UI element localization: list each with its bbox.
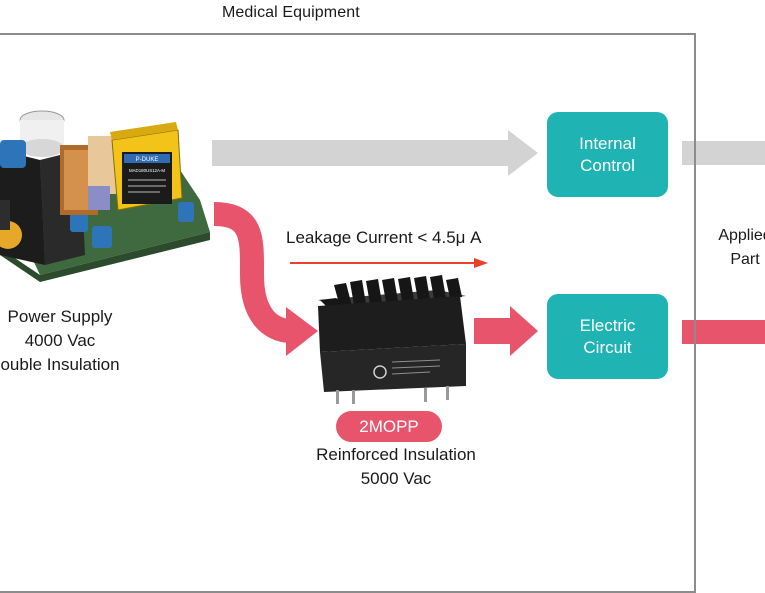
reinforced-insulation-line1: Reinforced Insulation: [316, 445, 476, 464]
internal-control-line1: Internal: [579, 133, 636, 153]
power-supply-line1: Power Supply: [7, 307, 113, 326]
internal-control-box: Internal Control: [547, 112, 668, 197]
applied-part-line1: Applied: [718, 227, 765, 244]
power-supply-model-text: MAD180US12A-M: [129, 168, 165, 173]
power-supply-line3: ouble Insulation: [0, 355, 120, 374]
gray-arrow-to-internal-control: [212, 130, 538, 176]
pink-curved-arrow-to-converter: [213, 202, 318, 356]
power-supply-board-image: P-DUKE MAD180US12A-M: [0, 110, 210, 282]
internal-control-line2: Control: [580, 155, 635, 175]
applied-part-label: Applied Part: [700, 224, 765, 272]
power-supply-brand-text: P-DUKE: [136, 157, 159, 163]
2mopp-badge: 2MOPP: [336, 411, 442, 442]
pink-arrow-to-electric-circuit: [474, 306, 538, 356]
electric-circuit-line1: Electric: [579, 315, 636, 335]
electric-circuit-line2: Circuit: [583, 337, 632, 357]
applied-part-line2: Part: [730, 251, 760, 268]
reinforced-insulation-line2: 5000 Vac: [360, 469, 432, 488]
power-supply-line2: 4000 Vac: [24, 331, 96, 350]
leakage-current-label: Leakage Current < 4.5μ A: [286, 228, 482, 247]
converter-heatsink-image: [318, 275, 466, 404]
reinforced-insulation-caption: Reinforced Insulation 5000 Vac: [290, 443, 502, 491]
power-supply-caption: Power Supply 4000 Vac ouble Insulation: [0, 305, 160, 377]
leakage-current-arrow: [290, 258, 488, 268]
electric-circuit-box: Electric Circuit: [547, 294, 668, 379]
frame-title: Medical Equipment: [222, 4, 360, 21]
